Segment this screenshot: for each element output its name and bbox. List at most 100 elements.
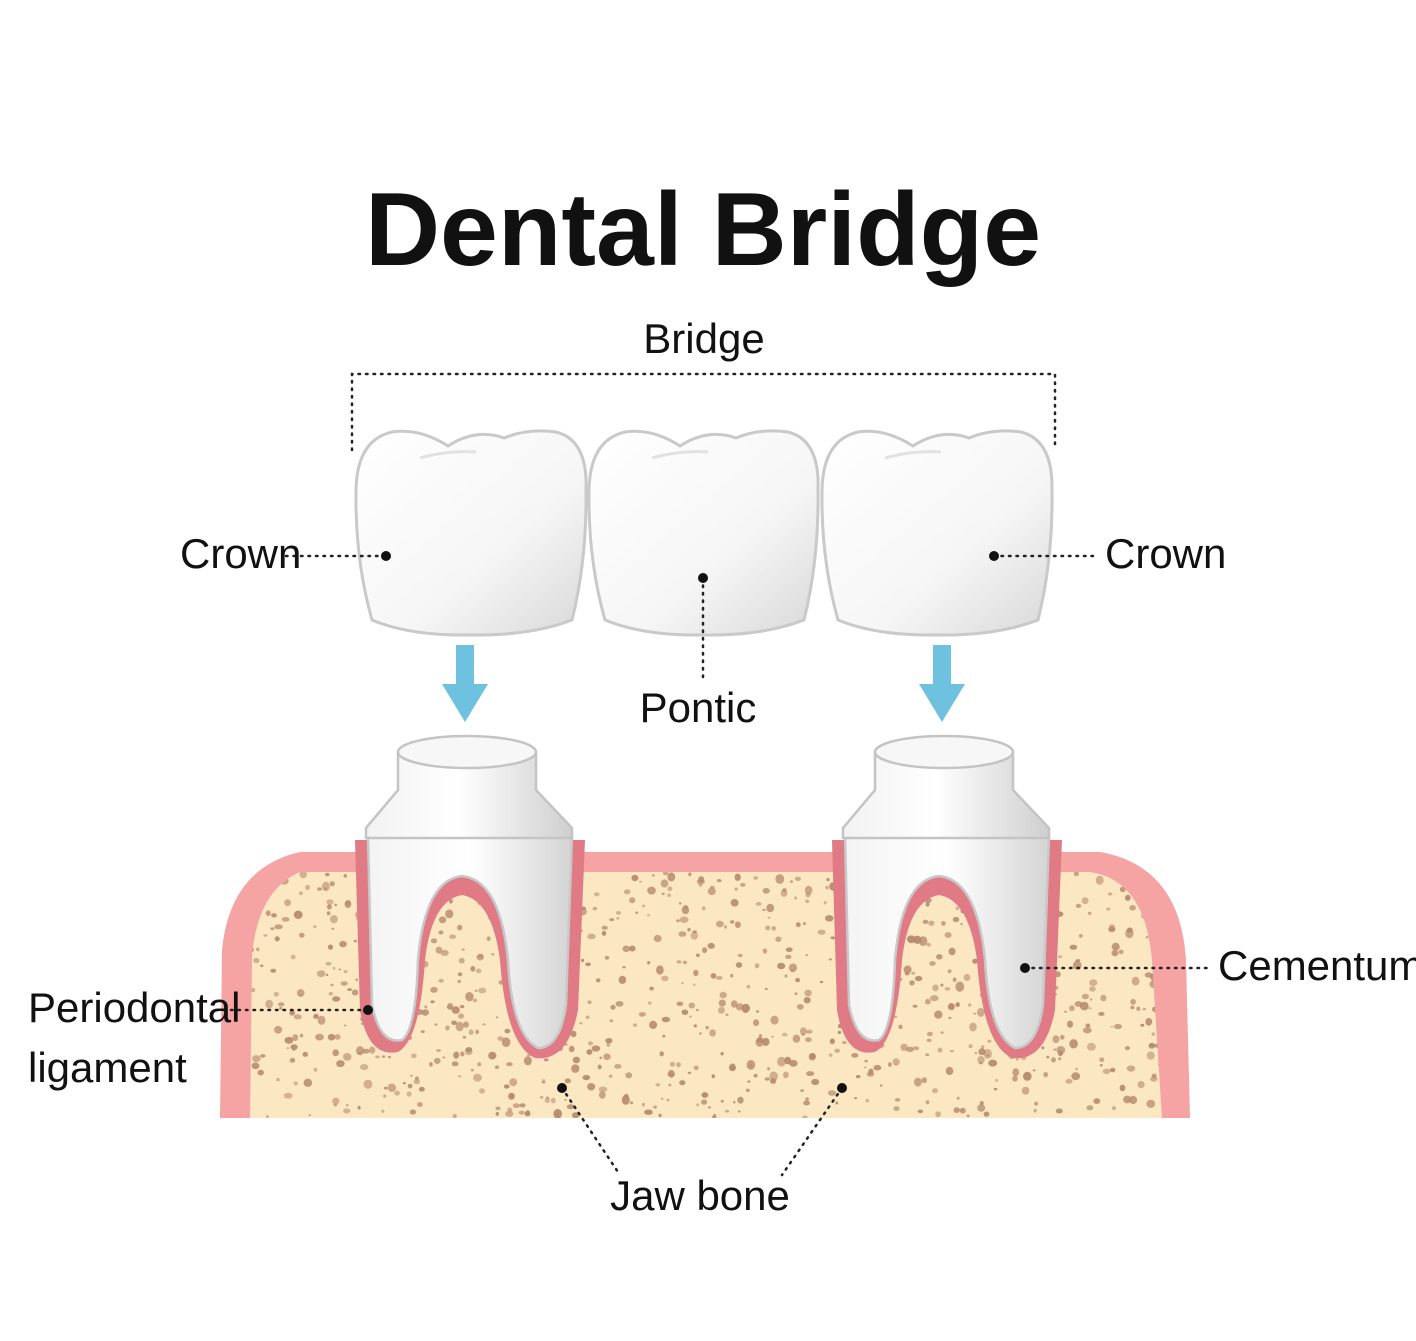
bone-speckle: [767, 1067, 771, 1071]
bone-speckle: [601, 930, 607, 936]
bone-speckle: [644, 1109, 653, 1115]
bone-speckle: [707, 942, 715, 949]
bone-speckle: [375, 1055, 380, 1059]
bone-speckle: [755, 1037, 764, 1047]
bone-speckle: [696, 1103, 700, 1107]
bone-speckle: [730, 920, 735, 924]
bone-speckle: [802, 1115, 808, 1118]
bone-speckle: [1102, 1068, 1111, 1075]
bone-speckle: [817, 929, 826, 935]
bone-speckle: [1119, 886, 1126, 893]
bone-speckle: [387, 1083, 397, 1093]
bone-speckle: [661, 892, 665, 896]
bone-speckle: [802, 922, 807, 926]
bone-speckle: [926, 1031, 933, 1037]
bridge-bracket: [350, 372, 1057, 452]
arrow-down-icon: [442, 645, 488, 722]
bone-speckle: [488, 1051, 497, 1060]
bone-speckle: [286, 1047, 290, 1050]
bone-speckle: [922, 919, 929, 925]
bone-speckle: [679, 1080, 686, 1086]
bone-speckle: [317, 1015, 326, 1025]
bone-speckle: [290, 954, 296, 960]
bone-speckle: [276, 1077, 280, 1082]
bone-speckle: [1118, 949, 1124, 955]
bone-speckle: [519, 1103, 526, 1108]
bone-speckle: [1088, 1007, 1092, 1010]
bone-speckle: [340, 981, 348, 986]
bone-speckle: [296, 989, 305, 997]
bone-speckle: [274, 924, 283, 930]
bone-speckle: [509, 1078, 518, 1087]
bone-speckle: [851, 1053, 859, 1058]
bone-speckle: [411, 1053, 417, 1059]
bone-speckle: [1108, 924, 1116, 932]
bone-speckle: [917, 1109, 924, 1114]
bone-speckle: [526, 1054, 531, 1057]
bone-speckle: [733, 1100, 736, 1104]
bone-speckle: [451, 1006, 460, 1014]
bone-speckle: [618, 975, 627, 985]
bone-speckle: [1136, 1006, 1141, 1012]
bone-speckle: [688, 872, 692, 877]
bone-speckle: [260, 964, 264, 968]
bone-speckle: [347, 988, 352, 992]
bone-speckle: [564, 1099, 567, 1101]
bone-speckle: [524, 1111, 531, 1117]
bone-speckle: [462, 1035, 467, 1039]
bone-speckle: [830, 936, 836, 940]
bone-speckle: [762, 908, 766, 912]
bone-speckle: [784, 974, 788, 978]
bone-speckle: [806, 1071, 815, 1077]
bone-speckle: [497, 1036, 504, 1041]
bone-speckle: [716, 920, 724, 928]
bone-speckle: [564, 1043, 568, 1046]
bone-speckle: [1112, 1106, 1116, 1111]
bone-speckle: [755, 1010, 760, 1013]
bone-speckle: [629, 1101, 634, 1105]
bone-speckle: [709, 1029, 716, 1037]
bone-speckle: [1016, 1058, 1019, 1061]
bone-speckle: [1041, 1046, 1045, 1050]
bone-speckle: [281, 917, 290, 922]
bone-speckle: [566, 1104, 575, 1110]
bone-speckle: [407, 1083, 413, 1089]
bone-speckle: [457, 972, 463, 977]
bone-speckle: [504, 1028, 511, 1034]
bone-speckle: [656, 965, 664, 975]
bone-speckle: [646, 914, 651, 917]
bone-speckle: [1051, 1057, 1056, 1063]
bone-speckle: [1125, 894, 1131, 901]
bone-speckle: [475, 1029, 479, 1035]
bone-speckle: [662, 1034, 666, 1038]
bone-speckle: [486, 936, 491, 941]
bone-speckle: [925, 1100, 930, 1105]
bone-speckle: [782, 888, 787, 892]
bone-speckle: [585, 1015, 590, 1020]
bone-speckle: [1159, 874, 1162, 877]
bone-speckle: [460, 1051, 465, 1057]
bone-speckle: [977, 1007, 985, 1017]
bone-speckle: [687, 927, 691, 932]
bone-speckle: [783, 1071, 789, 1079]
cementum-label: Cementum: [1218, 942, 1416, 989]
bone-speckle: [1089, 986, 1096, 992]
bone-speckle: [436, 1049, 441, 1052]
bone-speckle: [508, 1093, 515, 1100]
bone-speckle: [753, 876, 758, 880]
bone-speckle: [963, 973, 971, 982]
bone-speckle: [438, 930, 444, 935]
bone-speckle: [603, 1053, 611, 1060]
bone-speckle: [339, 940, 347, 948]
bone-speckle: [800, 1027, 807, 1036]
bridge-label: Bridge: [643, 315, 764, 362]
bone-speckle: [764, 1077, 770, 1081]
bone-speckle: [544, 1097, 550, 1103]
bone-speckle: [696, 879, 705, 885]
bone-speckle: [1123, 1095, 1132, 1104]
bone-speckle: [452, 1114, 457, 1118]
bone-speckle: [330, 915, 338, 924]
bone-speckle: [735, 962, 743, 968]
bone-speckle: [478, 987, 487, 994]
bone-speckle: [1137, 1081, 1145, 1089]
